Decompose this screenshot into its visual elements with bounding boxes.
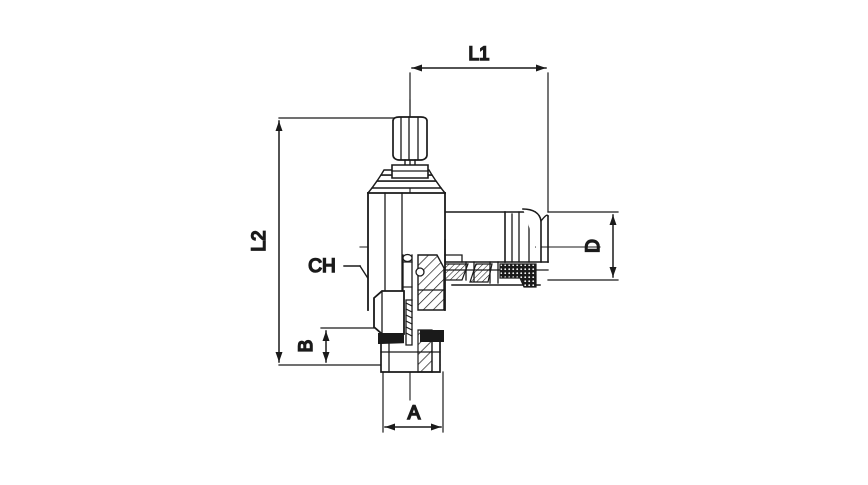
dimension-l1: L1 bbox=[409, 43, 549, 213]
collar-top-curve bbox=[540, 214, 549, 222]
bore-top-ellipse bbox=[402, 253, 413, 263]
flange-washer-1 bbox=[370, 180, 443, 189]
dimension-d: D bbox=[547, 211, 619, 281]
male-thread-stem bbox=[378, 299, 444, 373]
hex-nut bbox=[373, 290, 405, 335]
l1-label: L1 bbox=[468, 44, 489, 65]
dimension-b: B bbox=[295, 327, 381, 363]
hex-nut-outline bbox=[373, 290, 405, 335]
adjustment-knob-assembly bbox=[391, 116, 429, 179]
d-label: D bbox=[583, 239, 604, 253]
junction-shelf bbox=[444, 254, 463, 263]
sealant-band-left bbox=[378, 333, 404, 344]
needle-seat-circle bbox=[415, 267, 425, 277]
valve-body bbox=[366, 169, 447, 311]
knob-outline bbox=[392, 116, 428, 161]
l2-label: L2 bbox=[249, 230, 270, 251]
flange-chamfer-right bbox=[439, 186, 447, 195]
thread-section-hatch bbox=[417, 329, 433, 373]
body-section-hatch bbox=[417, 254, 445, 311]
collet-hatch-2 bbox=[469, 263, 493, 283]
flange-chamfer-left bbox=[366, 186, 374, 195]
ch-label: CH bbox=[308, 256, 335, 277]
a-label: A bbox=[408, 403, 421, 424]
body-arm-junction bbox=[444, 239, 463, 263]
push-in-fitting bbox=[413, 208, 549, 288]
seal-ring bbox=[499, 263, 537, 288]
dimension-a: A bbox=[382, 371, 444, 433]
dimension-l2: L2 bbox=[248, 117, 441, 366]
thread-serrations bbox=[405, 302, 413, 337]
b-label: B bbox=[296, 340, 317, 353]
